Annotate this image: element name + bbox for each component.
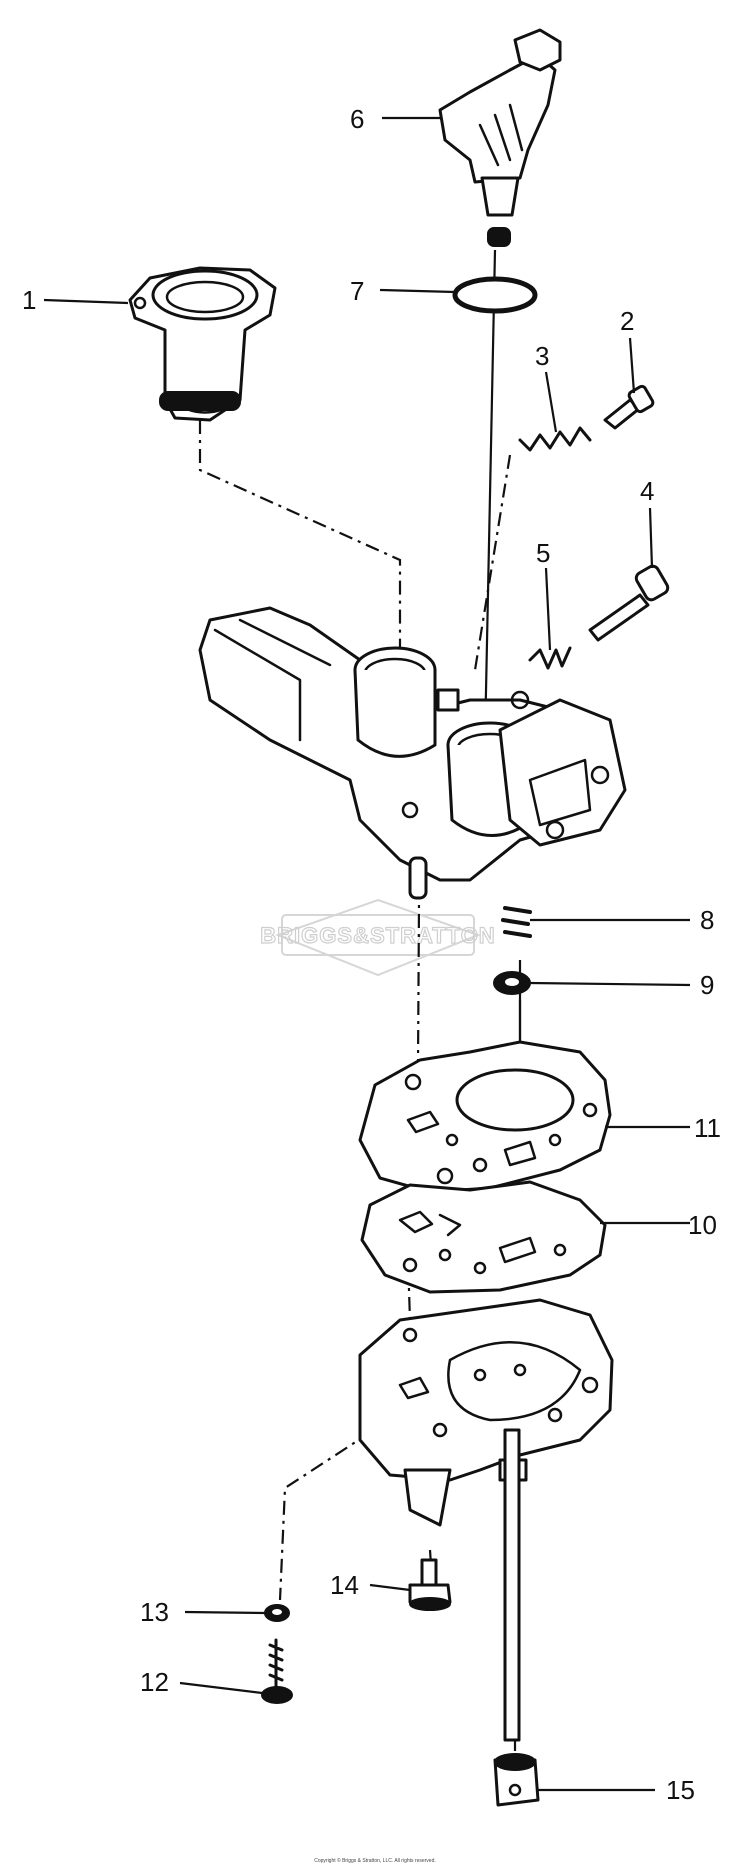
fuel-pump-housing bbox=[358, 1298, 614, 1527]
part-12-screw bbox=[261, 1638, 293, 1704]
part-7-o-ring bbox=[452, 276, 538, 314]
callout-3: 3 bbox=[535, 341, 549, 371]
callout-10: 10 bbox=[688, 1210, 717, 1240]
part-13-lock-washer bbox=[264, 1604, 290, 1622]
part-5-spring bbox=[528, 646, 572, 670]
part-14-fitting bbox=[408, 1558, 452, 1611]
copyright-notice: Copyright © Briggs & Stratton, LLC. All … bbox=[314, 1857, 436, 1864]
part-3-spring bbox=[518, 426, 592, 452]
callout-14: 14 bbox=[330, 1570, 359, 1600]
callout-9: 9 bbox=[700, 970, 714, 1000]
part-6-shaft-cap bbox=[438, 28, 562, 247]
part-9-washer bbox=[493, 971, 531, 995]
callout-8: 8 bbox=[700, 905, 714, 935]
watermark-text: BRIGGS&STRATTON bbox=[260, 923, 495, 948]
leader-lines bbox=[43, 116, 691, 1792]
part-10-diaphragm bbox=[360, 1180, 607, 1294]
part-4-needle-screw bbox=[588, 564, 670, 642]
watermark-logo: BRIGGS&STRATTON bbox=[260, 898, 495, 977]
carburetor-body bbox=[198, 606, 627, 900]
callout-15: 15 bbox=[666, 1775, 695, 1805]
part-11-gasket bbox=[358, 1040, 612, 1194]
part-1-intake-tube bbox=[128, 266, 277, 422]
callout-12: 12 bbox=[140, 1667, 169, 1697]
alignment-lines bbox=[198, 249, 522, 1760]
callout-13: 13 bbox=[140, 1597, 169, 1627]
callout-11: 11 bbox=[694, 1113, 721, 1143]
callout-4: 4 bbox=[640, 476, 654, 506]
callout-5: 5 bbox=[536, 538, 550, 568]
part-8-spring bbox=[501, 906, 532, 938]
callout-labels: 1 2 3 4 5 6 7 8 9 10 11 12 13 14 15 bbox=[22, 104, 721, 1805]
callout-2: 2 bbox=[620, 306, 634, 336]
callout-7: 7 bbox=[350, 276, 364, 306]
callout-1: 1 bbox=[22, 285, 36, 315]
callout-6: 6 bbox=[350, 104, 364, 134]
part-15-shaft-end bbox=[493, 1428, 540, 1807]
part-2-screw bbox=[603, 384, 655, 430]
